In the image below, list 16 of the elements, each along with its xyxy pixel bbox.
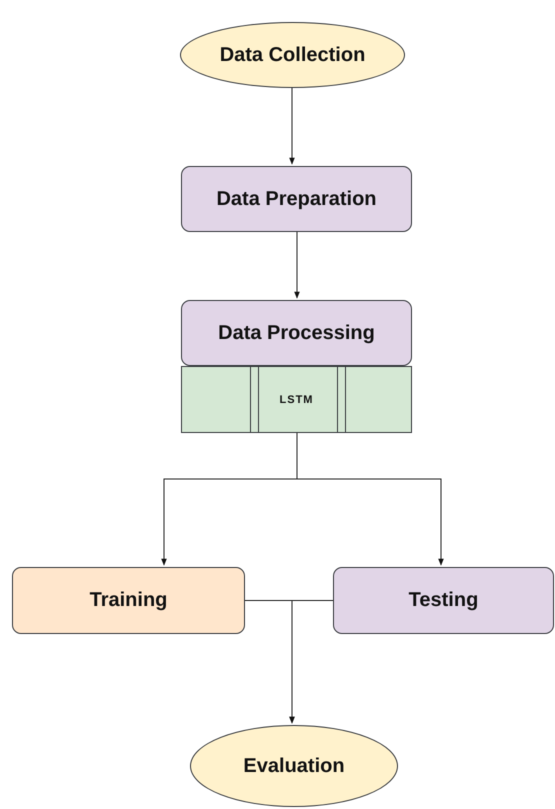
process-box xyxy=(12,567,245,634)
node-label: Data Processing xyxy=(218,322,375,344)
subprocess-box xyxy=(181,366,412,433)
node-label: Data Collection xyxy=(220,44,366,66)
node-label: Data Preparation xyxy=(216,188,377,210)
node-label: Training xyxy=(90,589,168,612)
process-box xyxy=(333,567,554,634)
arrow xyxy=(294,232,300,299)
node-label: Evaluation xyxy=(243,754,345,778)
arrow xyxy=(296,432,444,566)
arrow xyxy=(289,600,334,724)
process-box xyxy=(181,300,412,366)
node-label: LSTM xyxy=(280,394,314,406)
process-box xyxy=(181,166,412,232)
node-label: Testing xyxy=(408,589,478,612)
arrow xyxy=(289,88,295,165)
